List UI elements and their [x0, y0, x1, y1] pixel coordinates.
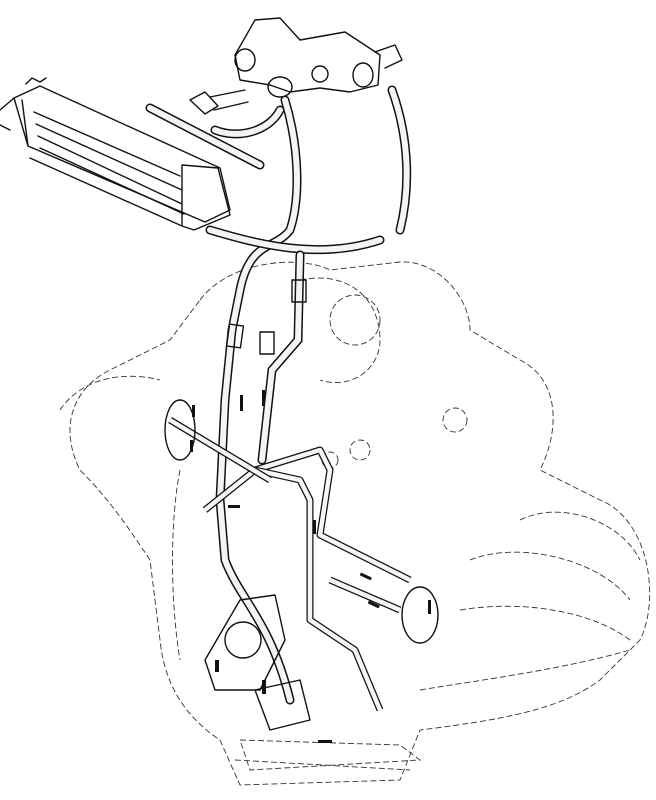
engine-block: [59, 261, 651, 786]
oil-cooler: [0, 77, 231, 231]
flow-arrows: [190, 390, 431, 743]
thermostat-block: [189, 17, 403, 115]
cooler-hoses: [145, 85, 412, 705]
oil-pipes: [168, 416, 412, 712]
oil-filter-housing: [164, 399, 439, 731]
